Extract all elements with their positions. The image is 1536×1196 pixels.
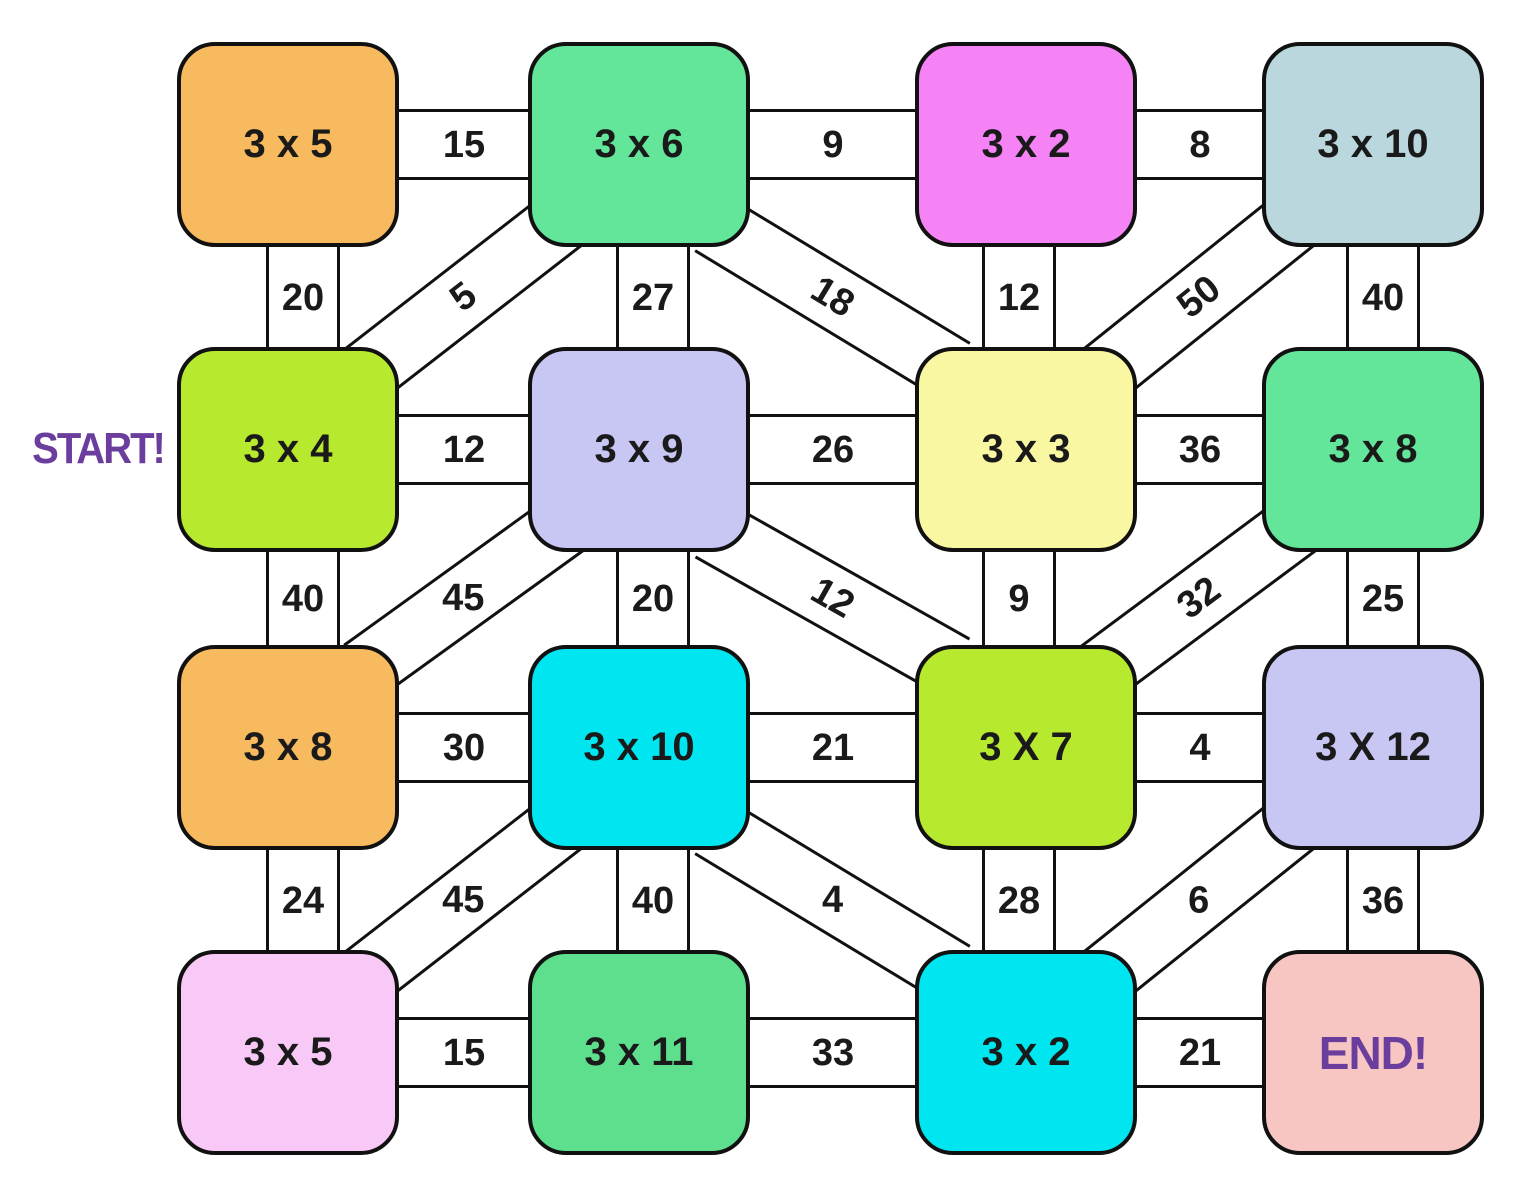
connector-value: 50: [1169, 267, 1229, 327]
vertical-connector: 36: [1346, 832, 1420, 969]
problem-box-r2c3: 3 x 3: [915, 347, 1137, 552]
connector-value: 36: [1178, 428, 1222, 471]
problem-label: 3 x 10: [583, 725, 695, 769]
connector-value: 30: [442, 726, 486, 769]
connector-value: 12: [997, 276, 1041, 319]
problem-label: 3 x 6: [594, 122, 684, 166]
problem-label: 3 x 9: [594, 427, 684, 471]
problem-label: 3 x 11: [584, 1030, 694, 1074]
horizontal-connector: 33: [732, 1017, 934, 1088]
problem-label: 3 x 5: [243, 1030, 333, 1074]
connector-value: 21: [811, 726, 855, 769]
horizontal-connector: 21: [1119, 1017, 1281, 1088]
problem-label: 3 X 7: [979, 725, 1073, 769]
horizontal-connector: 26: [732, 414, 934, 485]
horizontal-connector: 21: [732, 712, 934, 783]
connector-value: 21: [1178, 1031, 1222, 1074]
problem-label: 3 x 2: [981, 122, 1071, 166]
start-label: START!: [32, 424, 166, 473]
horizontal-connector: 36: [1119, 414, 1281, 485]
connector-value: 15: [442, 123, 486, 166]
connector-value: 5: [442, 273, 485, 321]
connector-value: 45: [442, 577, 485, 619]
horizontal-connector: 9: [732, 109, 934, 180]
connector-value: 28: [997, 879, 1041, 922]
connector-value: 27: [631, 276, 675, 319]
vertical-connector: 28: [982, 832, 1056, 969]
connector-value: 18: [803, 268, 862, 326]
vertical-connector: 9: [982, 534, 1056, 664]
connector-value: 36: [1361, 879, 1405, 922]
connector-value: 25: [1361, 578, 1405, 620]
connector-value: 26: [811, 428, 855, 471]
vertical-connector: 25: [1346, 534, 1420, 664]
problem-box-r3c1: 3 x 8: [177, 645, 399, 850]
vertical-connector: 20: [616, 534, 690, 664]
problem-box-r4c3: 3 x 2: [915, 950, 1137, 1155]
horizontal-connector: 12: [381, 414, 547, 485]
problem-box-r1c1: 3 x 5: [177, 42, 399, 247]
problem-label: 3 x 10: [1317, 122, 1429, 166]
connector-value: 15: [442, 1031, 486, 1074]
connector-value: 8: [1189, 123, 1211, 166]
connector-value: 12: [442, 428, 486, 471]
horizontal-connector: 8: [1119, 109, 1281, 180]
connector-value: 6: [1188, 879, 1210, 922]
problem-label: 3 X 12: [1315, 725, 1431, 769]
problem-box-r3c2: 3 x 10: [528, 645, 750, 850]
problem-box-r1c2: 3 x 6: [528, 42, 750, 247]
horizontal-connector: 15: [381, 109, 547, 180]
vertical-connector: 24: [266, 832, 340, 969]
problem-label: 3 x 3: [981, 427, 1071, 471]
horizontal-connector: 30: [381, 712, 547, 783]
connector-value: 20: [281, 276, 325, 319]
vertical-connector: 40: [1346, 229, 1420, 366]
connector-value: 12: [803, 569, 862, 627]
problem-box-r1c3: 3 x 2: [915, 42, 1137, 247]
vertical-connector: 12: [982, 229, 1056, 366]
horizontal-connector: 15: [381, 1017, 547, 1088]
connector-value: 40: [631, 879, 675, 922]
connector-value: 32: [1169, 568, 1229, 628]
vertical-connector: 40: [616, 832, 690, 969]
problem-label: 3 x 2: [981, 1030, 1071, 1074]
problem-label: 3 x 8: [243, 725, 333, 769]
horizontal-connector: 4: [1119, 712, 1281, 783]
problem-box-r2c1: 3 x 4: [177, 347, 399, 552]
problem-box-r4c2: 3 x 11: [528, 950, 750, 1155]
connector-value: 4: [821, 878, 844, 921]
end-box: END!: [1262, 950, 1484, 1155]
connector-value: 4: [1189, 726, 1211, 769]
connector-value: 20: [631, 578, 675, 620]
problem-label: 3 x 5: [243, 122, 333, 166]
problem-box-r2c2: 3 x 9: [528, 347, 750, 552]
connector-value: 40: [1361, 276, 1405, 319]
problem-label: 3 x 8: [1328, 427, 1418, 471]
connector-value: 24: [281, 879, 325, 922]
problem-box-r1c4: 3 x 10: [1262, 42, 1484, 247]
problem-label: 3 x 4: [243, 427, 333, 471]
vertical-connector: 20: [266, 229, 340, 366]
connector-value: 9: [1008, 578, 1030, 620]
vertical-connector: 27: [616, 229, 690, 366]
vertical-connector: 40: [266, 534, 340, 664]
connector-value: 9: [822, 123, 844, 166]
problem-box-r3c3: 3 X 7: [915, 645, 1137, 850]
problem-box-r2c4: 3 x 8: [1262, 347, 1484, 552]
connector-value: 33: [811, 1031, 855, 1074]
problem-box-r4c1: 3 x 5: [177, 950, 399, 1155]
connector-value: 45: [442, 879, 485, 921]
end-label: END!: [1318, 1026, 1428, 1079]
connector-value: 40: [281, 578, 325, 620]
problem-box-r3c4: 3 X 12: [1262, 645, 1484, 850]
